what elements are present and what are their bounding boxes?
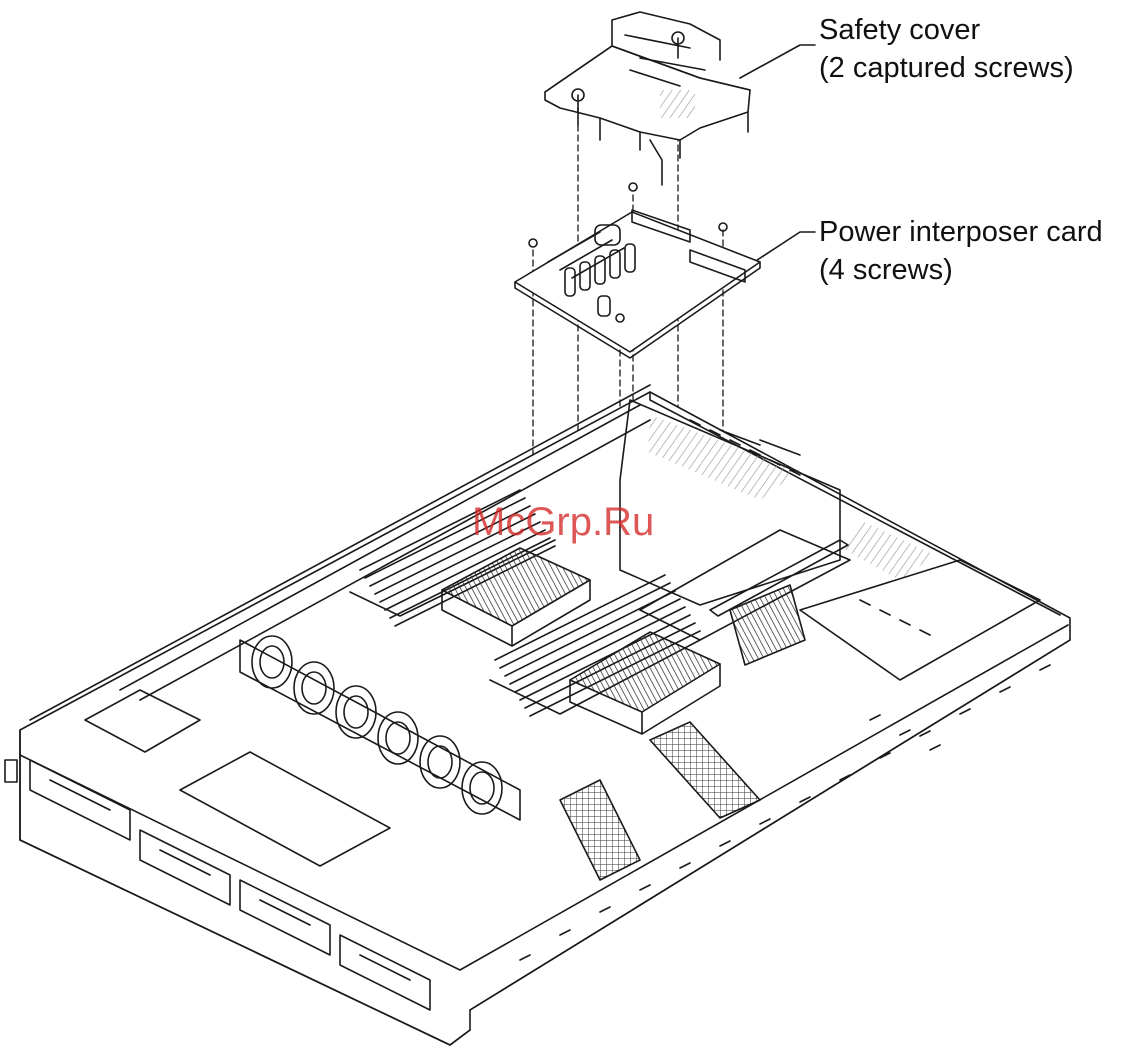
safety-cover-callout: Safety cover (2 captured screws) [819, 11, 1074, 87]
safety-cover-label: Safety cover [819, 11, 1074, 49]
leader-lines [740, 45, 815, 268]
power-interposer-note: (4 screws) [819, 251, 1103, 289]
safety-cover-note: (2 captured screws) [819, 49, 1074, 87]
safety-cover [545, 12, 750, 185]
power-interposer-callout: Power interposer card (4 screws) [819, 213, 1103, 289]
watermark: McGrp.Ru [472, 500, 654, 545]
server-chassis [20, 385, 1070, 1045]
power-interposer-label: Power interposer card [819, 213, 1103, 251]
